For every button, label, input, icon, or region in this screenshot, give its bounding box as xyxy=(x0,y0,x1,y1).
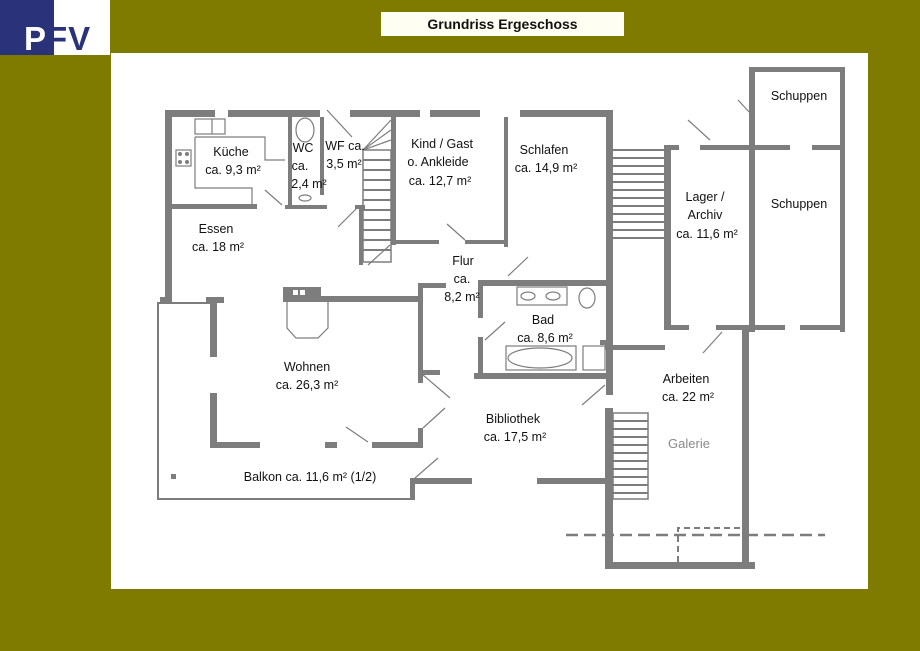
label-lager: Lager / xyxy=(686,190,725,204)
label-arbeiten: Arbeiten xyxy=(663,372,710,386)
dashed-projection-line xyxy=(566,527,825,562)
staircase-right xyxy=(613,149,664,239)
room-labels: Küche ca. 9,3 m² WC ca. 2,4 m² WF ca. 3,… xyxy=(192,89,827,484)
walls xyxy=(157,67,845,569)
label-flur-area: 8,2 m² xyxy=(444,290,479,304)
staircase-left xyxy=(362,119,392,263)
label-archiv: Archiv xyxy=(688,208,723,222)
label-wc-ca: ca. xyxy=(292,159,309,173)
logo-blue-square xyxy=(0,0,54,55)
label-wf-area: 3,5 m² xyxy=(326,157,361,171)
label-kueche: Küche xyxy=(213,145,248,159)
door-swings xyxy=(264,99,753,479)
label-kind-gast: Kind / Gast xyxy=(411,137,473,151)
page-title: Grundriss Ergeschoss xyxy=(381,12,624,36)
label-wohnen-area: ca. 26,3 m² xyxy=(276,378,339,392)
label-essen: Essen xyxy=(199,222,234,236)
label-wc-area: 2,4 m² xyxy=(291,177,326,191)
label-galerie: Galerie xyxy=(668,436,710,451)
label-essen-area: ca. 18 m² xyxy=(192,240,244,254)
label-schuppen-top: Schuppen xyxy=(771,89,827,103)
label-bibliothek: Bibliothek xyxy=(486,412,541,426)
label-schlafen-area: ca. 14,9 m² xyxy=(515,161,578,175)
label-kueche-area: ca. 9,3 m² xyxy=(205,163,261,177)
label-schuppen-mid: Schuppen xyxy=(771,197,827,211)
label-arbeiten-area: ca. 22 m² xyxy=(662,390,714,404)
page-title-text: Grundriss Ergeschoss xyxy=(427,16,578,32)
label-bibliothek-area: ca. 17,5 m² xyxy=(484,430,547,444)
fixtures xyxy=(171,117,606,479)
label-flur: Flur xyxy=(452,254,474,268)
label-schlafen: Schlafen xyxy=(520,143,569,157)
label-bad-area: ca. 8,6 m² xyxy=(517,331,573,345)
label-kind-area: ca. 12,7 m² xyxy=(409,174,472,188)
label-flur-ca: ca. xyxy=(454,272,471,286)
label-wf: WF ca. xyxy=(325,139,365,153)
label-wohnen: Wohnen xyxy=(284,360,330,374)
logo-text: PFV xyxy=(24,22,91,55)
label-wc: WC xyxy=(293,141,314,155)
label-kind-ankleide: o. Ankleide xyxy=(407,155,468,169)
floor-plan: Küche ca. 9,3 m² WC ca. 2,4 m² WF ca. 3,… xyxy=(111,53,868,589)
floor-plan-drawing: Küche ca. 9,3 m² WC ca. 2,4 m² WF ca. 3,… xyxy=(157,67,845,569)
logo-letter-p: P xyxy=(24,20,48,57)
label-lager-area: ca. 11,6 m² xyxy=(676,227,738,241)
label-balkon: Balkon ca. 11,6 m² (1/2) xyxy=(244,470,376,484)
staircase-galerie xyxy=(612,412,649,500)
logo-letters-fv: FV xyxy=(47,20,92,57)
logo: PFV xyxy=(0,0,110,55)
label-bad: Bad xyxy=(532,313,554,327)
